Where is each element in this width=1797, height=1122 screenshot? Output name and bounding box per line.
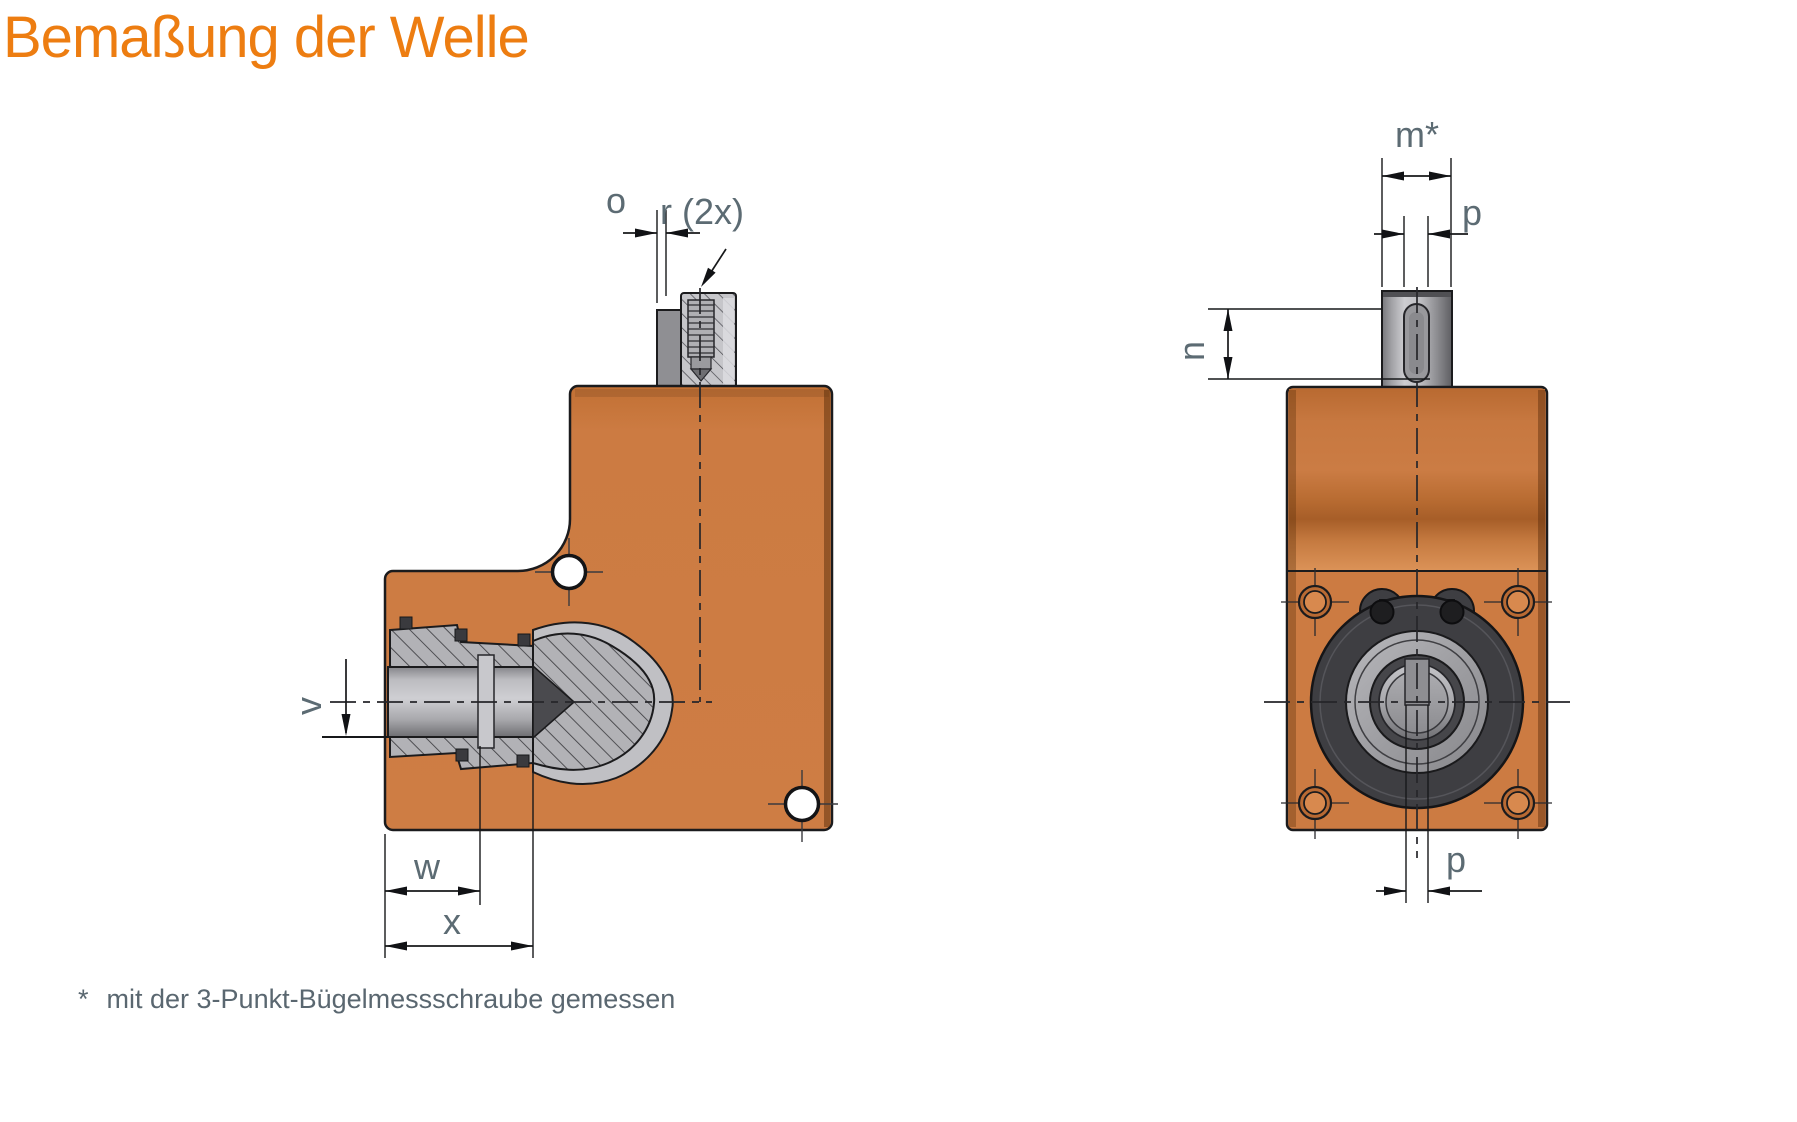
dimension-label-v: v: [288, 697, 329, 715]
dimension-p-top: [1374, 216, 1468, 287]
housing-right-left-shade: [1289, 390, 1296, 827]
screw-hole: [768, 770, 838, 842]
dimension-v: [322, 659, 389, 738]
dimension-r: [701, 248, 727, 287]
flange-hole: [1281, 769, 1349, 839]
shaft-flat-face: [656, 309, 682, 389]
dimension-label-m: m*: [1395, 114, 1439, 155]
flange-hole: [1281, 568, 1349, 636]
left-view: o r (2x) v: [288, 180, 838, 958]
flange-hole: [1484, 769, 1552, 839]
drill-cone-tip: [689, 368, 713, 382]
sleeve-hatch-right: [532, 632, 656, 771]
footnote-marker: *: [78, 984, 89, 1014]
housing-right-right-shade: [1538, 390, 1545, 827]
shaft-bore-section: [387, 616, 674, 785]
dimension-label-o: o: [606, 180, 626, 221]
thread-lines: [688, 304, 714, 354]
dimension-label-p-bottom: p: [1446, 839, 1466, 880]
dimension-label-p-top: p: [1462, 192, 1482, 233]
dimension-m: [1381, 158, 1452, 287]
dimension-label-w: w: [413, 846, 441, 887]
threaded-shaft-section: [656, 292, 737, 389]
housing-left-top-shade: [575, 389, 829, 397]
dimension-o: [623, 210, 700, 303]
thread-counterbore: [690, 356, 712, 370]
dimension-label-n: n: [1171, 341, 1212, 361]
dimension-label-r: r (2x): [660, 191, 744, 232]
retaining-ring-sections: [399, 616, 531, 768]
housing-left-right-shade: [824, 390, 830, 827]
footnote: * mit der 3-Punkt-Bügelmessschraube gemes…: [78, 984, 675, 1015]
flange-hole: [1484, 568, 1552, 636]
ear-hole: [1439, 599, 1465, 625]
page-title: Bemaßung der Welle: [3, 5, 530, 70]
dimension-n: [1208, 308, 1430, 380]
footnote-text: mit der 3-Punkt-Bügelmessschraube gemess…: [106, 984, 676, 1014]
screw-hole: [535, 538, 603, 606]
dimension-label-x: x: [443, 901, 461, 942]
right-view: m* p n: [1171, 114, 1570, 903]
shaft-outer-highlight: [723, 298, 734, 385]
ear-hole: [1369, 599, 1395, 625]
dimension-p-bottom: [1376, 705, 1482, 903]
dimension-w-x: [384, 742, 534, 958]
